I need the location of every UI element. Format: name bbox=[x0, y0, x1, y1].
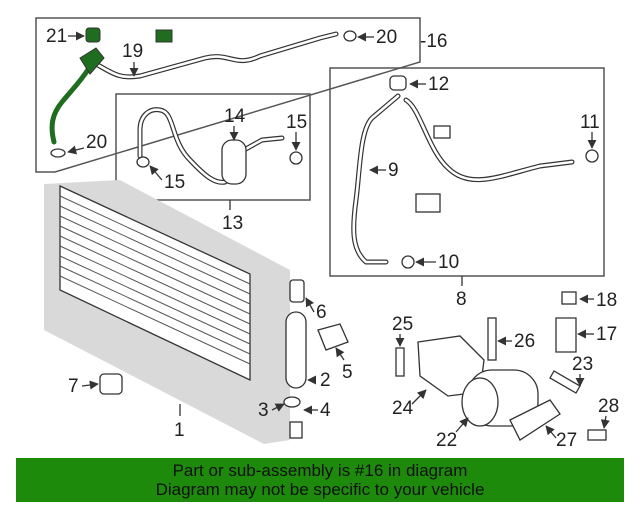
bolt-25[interactable] bbox=[395, 347, 405, 377]
shield-27[interactable] bbox=[509, 399, 561, 441]
assembly-13-group: 14 15 15 13 bbox=[115, 93, 311, 234]
bolt-26[interactable] bbox=[487, 317, 497, 361]
bolt-23[interactable] bbox=[549, 370, 581, 394]
bolt-28[interactable] bbox=[587, 429, 607, 441]
callout-16: -16 bbox=[420, 31, 447, 52]
bracket-17[interactable] bbox=[555, 317, 577, 353]
assembly-1-group: 6 5 2 3 4 7 1 bbox=[44, 180, 353, 444]
clip-8[interactable] bbox=[433, 125, 451, 139]
drier-tube-2[interactable] bbox=[285, 311, 307, 389]
cap-12[interactable] bbox=[389, 75, 407, 91]
assembly-8-group: 12 11 9 10 8 bbox=[329, 67, 605, 310]
callout-26: 26 bbox=[514, 331, 535, 352]
callout-3: 3 bbox=[258, 400, 269, 421]
callout-9: 9 bbox=[388, 160, 399, 181]
info-banner: Part or sub-assembly is #16 in diagram D… bbox=[16, 458, 624, 502]
banner-line-1: Part or sub-assembly is #16 in diagram bbox=[172, 461, 468, 480]
assembly-16-group[interactable]: 21 19 20 -16 20 bbox=[35, 17, 447, 173]
callout-12: 12 bbox=[428, 74, 449, 95]
o-ring-20a[interactable] bbox=[343, 30, 357, 42]
callout-25: 25 bbox=[392, 314, 413, 335]
green-fitting-21[interactable] bbox=[85, 27, 101, 43]
green-connector[interactable] bbox=[79, 47, 105, 75]
callout-17: 17 bbox=[596, 324, 617, 345]
o-ring-3[interactable] bbox=[283, 396, 301, 408]
bracket-8[interactable] bbox=[415, 193, 441, 213]
assembly-16-outline bbox=[35, 17, 421, 173]
clutch-22[interactable] bbox=[461, 377, 499, 427]
callout-15-left: 15 bbox=[164, 172, 185, 193]
sensor-7[interactable] bbox=[99, 373, 123, 395]
receiver-drier-14[interactable] bbox=[221, 139, 247, 185]
callout-28: 28 bbox=[598, 396, 619, 417]
callout-18: 18 bbox=[596, 290, 617, 311]
callout-7: 7 bbox=[68, 376, 79, 397]
callout-2: 2 bbox=[320, 370, 331, 391]
callout-22: 22 bbox=[436, 430, 457, 451]
o-ring-11[interactable] bbox=[585, 149, 599, 163]
parts-diagram: 21 19 20 -16 20 14 15 15 13 bbox=[35, 17, 619, 451]
callout-6: 6 bbox=[316, 302, 327, 323]
o-ring-20b[interactable] bbox=[50, 148, 66, 158]
callout-10: 10 bbox=[438, 252, 459, 273]
bracket-5[interactable] bbox=[317, 323, 349, 351]
o-ring-15a[interactable] bbox=[136, 156, 150, 168]
o-ring-15b[interactable] bbox=[289, 151, 303, 165]
callout-15-right: 15 bbox=[286, 112, 307, 133]
callout-14: 14 bbox=[224, 106, 246, 127]
callout-11: 11 bbox=[580, 112, 600, 133]
callout-4: 4 bbox=[320, 400, 331, 421]
callout-21: 21 bbox=[46, 26, 67, 47]
callout-20-top: 20 bbox=[376, 27, 397, 48]
callout-13: 13 bbox=[222, 213, 243, 234]
banner-line-2: Diagram may not be specific to your vehi… bbox=[155, 480, 485, 499]
clip-18[interactable] bbox=[561, 291, 577, 305]
plug-4[interactable] bbox=[289, 421, 303, 439]
callout-27: 27 bbox=[556, 430, 577, 451]
callout-1: 1 bbox=[174, 420, 185, 441]
o-ring-10[interactable] bbox=[401, 255, 415, 269]
callout-8: 8 bbox=[456, 289, 467, 310]
green-hose-16[interactable] bbox=[49, 57, 97, 145]
callout-5: 5 bbox=[342, 362, 353, 383]
callout-19: 19 bbox=[122, 41, 143, 62]
callout-20-left: 20 bbox=[86, 132, 107, 153]
cap-6[interactable] bbox=[289, 279, 305, 303]
callout-24: 24 bbox=[392, 398, 414, 419]
callout-23: 23 bbox=[572, 354, 593, 375]
compressor-group: 25 26 24 22 18 17 23 28 27 bbox=[392, 290, 619, 451]
green-clip[interactable] bbox=[155, 29, 173, 43]
